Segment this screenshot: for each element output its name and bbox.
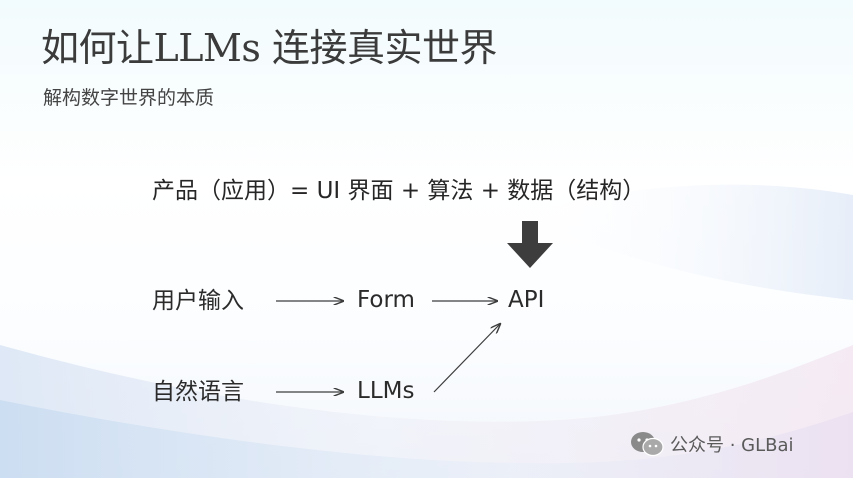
node-api: API — [508, 287, 545, 313]
watermark: 公众号 · GLBai — [630, 430, 794, 458]
down-arrow-icon — [507, 221, 553, 268]
node-llms: LLMs — [357, 378, 415, 404]
wechat-icon — [631, 432, 664, 457]
edge-llms-to-api — [433, 324, 500, 393]
product-formula: 产品（应用）= UI 界面 + 算法 + 数据（结构） — [152, 178, 646, 204]
page-subtitle: 解构数字世界的本质 — [43, 87, 215, 109]
node-form: Form — [357, 287, 415, 313]
page-title: 如何让LLMs 连接真实世界 — [41, 26, 497, 70]
node-user-input: 用户输入 — [152, 288, 244, 314]
watermark-text: 公众号 · GLBai — [670, 435, 794, 456]
node-natural-language: 自然语言 — [152, 379, 244, 405]
